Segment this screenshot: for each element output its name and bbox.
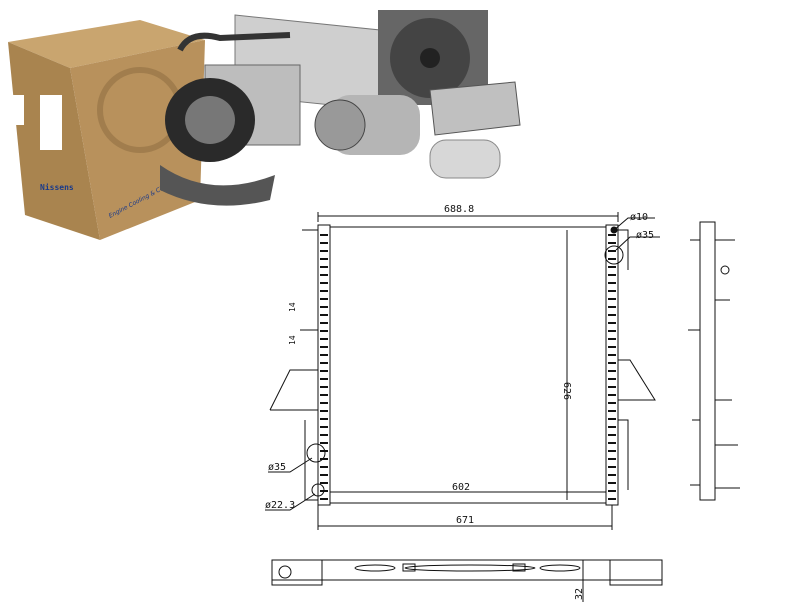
hole-label-35-top: ø35	[636, 230, 654, 241]
side-label-1: 14	[288, 302, 297, 312]
shipping-label	[40, 95, 62, 150]
dim-line-bottom	[317, 505, 613, 530]
radiator-core-outline	[329, 226, 607, 504]
receiver-drier-photo	[429, 139, 501, 179]
ac-hose-photo	[177, 32, 291, 52]
radiator-side-view	[688, 221, 740, 501]
dim-line-top	[317, 212, 619, 222]
ac-compressor-photo	[314, 95, 420, 155]
hole-label-22: ø22.3	[265, 500, 295, 511]
dim-height: 626	[561, 382, 572, 400]
hole-22-left	[311, 483, 325, 497]
blower-motor-photo	[160, 78, 275, 206]
dim-top-width: 688.8	[444, 204, 474, 215]
heater-core-photo	[429, 81, 521, 136]
side-label-2: 14	[288, 335, 297, 345]
hole-label-10: ø10	[630, 212, 648, 223]
leader-lines	[265, 217, 660, 511]
hole-35-left	[306, 443, 326, 463]
product-photo-collage: Nissens Engine Cooling & Climate	[0, 0, 540, 250]
barcode-label	[12, 95, 24, 125]
dim-depth: 32	[574, 588, 585, 600]
left-tank	[269, 224, 331, 506]
tank-fins: (function(){var s=document.currentScript…	[320, 234, 616, 500]
product-photo-svg: Nissens Engine Cooling & Climate	[8, 10, 521, 240]
dim-bottom-width: 671	[456, 515, 474, 526]
hole-35-top	[604, 245, 624, 265]
dim-core-width: 602	[452, 482, 470, 493]
radiator-bottom-view	[271, 559, 663, 602]
hole-label-35-left: ø35	[268, 462, 286, 473]
box-brand: Nissens	[40, 182, 74, 192]
